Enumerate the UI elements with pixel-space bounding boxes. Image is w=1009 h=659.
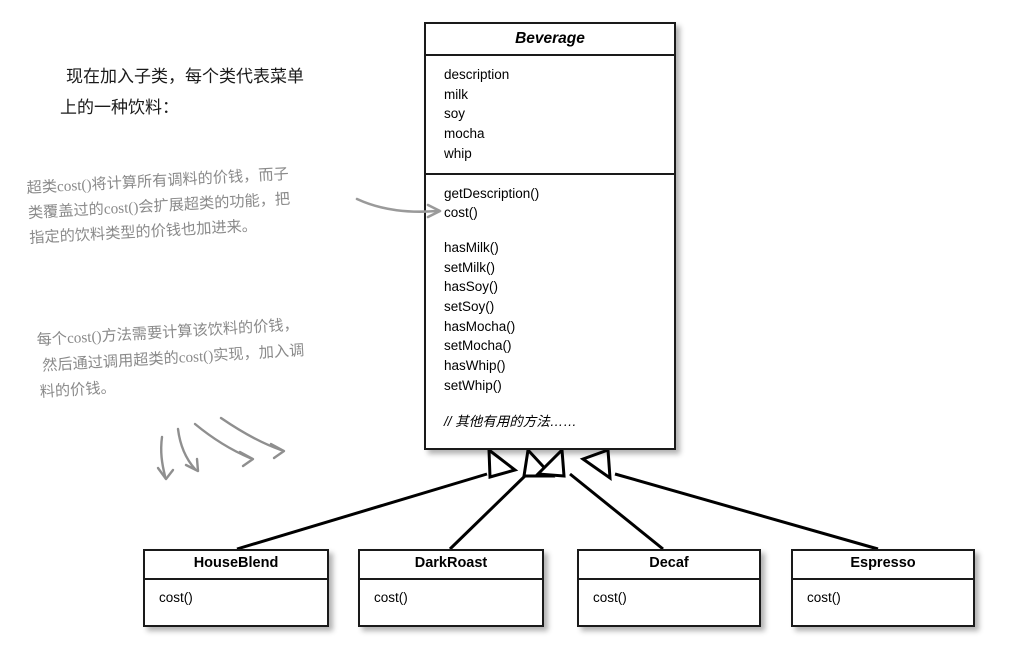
- attribute-row: milk: [444, 86, 468, 102]
- attributes-compartment: description milk soy mocha whip: [426, 56, 674, 175]
- generalization-arrowhead-icon: [487, 446, 519, 479]
- connector-houseblend: [236, 472, 488, 551]
- attribute-row: mocha: [444, 126, 485, 142]
- attribute-row: soy: [444, 106, 466, 122]
- method-row-getdescription: getDescription(): [444, 185, 540, 201]
- methods-compartment: getDescription() cost() hasMilk() setMil…: [426, 175, 674, 441]
- class-box-beverage: Beverage description milk soy mocha whip…: [424, 22, 676, 450]
- connector-darkroast: [448, 472, 529, 551]
- method-row: setWhip(): [444, 377, 502, 393]
- methods-compartment: cost(): [360, 580, 542, 616]
- method-row-cost: cost(): [593, 589, 627, 605]
- methods-compartment: cost(): [793, 580, 973, 616]
- method-row-cost: cost(): [374, 589, 408, 605]
- methods-compartment: cost(): [145, 580, 327, 616]
- methods-footer-comment: // 其他有用的方法……: [444, 413, 577, 429]
- method-row-cost: cost(): [159, 589, 193, 605]
- method-row: hasSoy(): [444, 279, 499, 295]
- generalization-arrowhead-icon: [522, 446, 556, 478]
- method-row-cost: cost(): [444, 205, 478, 221]
- class-box-darkroast: DarkRoast cost(): [358, 549, 544, 627]
- class-title-darkroast: DarkRoast: [360, 551, 542, 580]
- attribute-row: description: [444, 67, 510, 83]
- method-row: hasWhip(): [444, 358, 506, 374]
- class-box-espresso: Espresso cost(): [791, 549, 975, 627]
- method-row-cost: cost(): [807, 589, 841, 605]
- method-row: hasMilk(): [444, 239, 499, 255]
- class-title-beverage: Beverage: [426, 24, 674, 57]
- annotation-intro-line: 上的一种饮料：: [60, 97, 179, 117]
- class-title-decaf: Decaf: [579, 551, 759, 580]
- generalization-arrowhead-icon: [534, 446, 566, 478]
- method-row: setSoy(): [444, 299, 495, 315]
- class-box-decaf: Decaf cost(): [577, 549, 761, 627]
- class-title-houseblend: HouseBlend: [145, 551, 327, 580]
- annotation-cost-note: 超类cost()将计算所有调料的价钱，而子 类覆盖过的cost()会扩展超类的功…: [26, 162, 292, 251]
- method-row: setMilk(): [444, 259, 495, 275]
- doodle-arrow-icon: [219, 416, 286, 460]
- doodle-arrow-icon: [156, 435, 175, 481]
- methods-compartment: cost(): [579, 580, 759, 616]
- method-row: setMocha(): [444, 338, 512, 354]
- connector-espresso: [614, 472, 879, 551]
- doodle-arrow-icon: [193, 422, 255, 468]
- annotation-intro: 现在加入子类，每个类代表菜单 上的一种饮料：: [60, 62, 304, 124]
- class-title-espresso: Espresso: [793, 551, 973, 580]
- doodle-arrow-icon: [176, 427, 200, 473]
- annotation-method-note: 每个cost()方法需要计算该饮料的价钱， 然后通过调用超类的cost()实现，…: [36, 312, 307, 406]
- attribute-row: whip: [444, 145, 472, 161]
- method-row: hasMocha(): [444, 318, 516, 334]
- connector-decaf: [569, 472, 664, 551]
- annotation-intro-line: 现在加入子类，每个类代表菜单: [66, 67, 304, 86]
- generalization-arrowhead-icon: [579, 447, 612, 482]
- class-box-houseblend: HouseBlend cost(): [143, 549, 329, 627]
